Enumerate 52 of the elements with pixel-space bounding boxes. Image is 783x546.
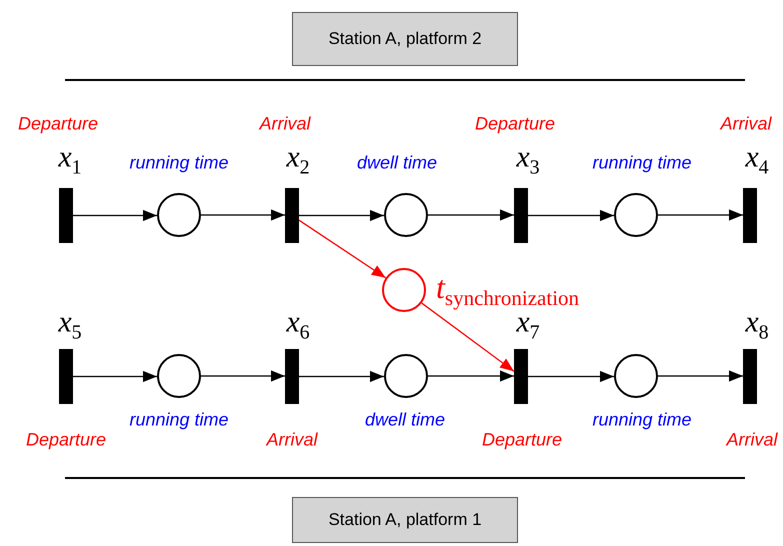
variable-label: x$_{1}$	[58, 140, 82, 180]
arrow	[428, 370, 514, 382]
arrow	[298, 220, 386, 278]
place-circle	[157, 354, 201, 398]
station-box: Station A, platform 2	[292, 12, 518, 66]
arrow	[73, 370, 157, 382]
transition-bar	[59, 349, 73, 404]
place-circle	[384, 193, 428, 237]
event-label: Departure	[474, 114, 556, 134]
transition-bar	[285, 188, 299, 243]
arrow	[528, 210, 614, 222]
duration-label: dwell time	[364, 410, 446, 430]
duration-label: running time	[592, 152, 692, 174]
transition-bar	[285, 349, 299, 404]
transition-bar	[743, 188, 757, 243]
place-circle	[614, 354, 658, 398]
duration-label: running time	[129, 410, 229, 430]
place-circle	[384, 354, 428, 398]
event-label: Arrival	[266, 430, 318, 450]
variable-label: x$_{5}$	[58, 306, 82, 344]
event-label: Arrival	[260, 114, 310, 134]
variable-label: x$_{8}$	[745, 306, 769, 344]
duration-label: running time	[129, 152, 229, 174]
event-label: Departure	[18, 114, 98, 134]
transition-bar	[514, 188, 528, 243]
arrow	[658, 370, 743, 382]
transition-bar	[59, 188, 73, 243]
place-circle	[382, 268, 426, 312]
event-label: Arrival	[720, 114, 772, 134]
arrow	[299, 370, 384, 382]
arrow	[421, 302, 514, 372]
event-label: Arrival	[726, 430, 778, 450]
arrow	[528, 370, 614, 382]
station-box: Station A, platform 1	[292, 497, 518, 543]
duration-label: dwell time	[356, 152, 438, 174]
place-circle	[614, 193, 658, 237]
transition-bar	[514, 349, 528, 404]
arrow	[658, 209, 743, 221]
arrow	[73, 210, 157, 222]
event-label: Departure	[26, 430, 106, 450]
variable-label: x$_{4}$	[745, 140, 769, 180]
transition-bar	[743, 349, 757, 404]
arrow	[201, 370, 285, 382]
variable-label: x$_{2}$	[286, 140, 310, 180]
variable-label: x$_{3}$	[516, 140, 540, 180]
arrow	[201, 209, 285, 221]
arrow	[428, 209, 514, 221]
event-label: Departure	[482, 430, 562, 450]
place-circle	[157, 193, 201, 237]
duration-label: running time	[592, 410, 692, 430]
arrow	[299, 210, 384, 222]
variable-label: x$_{6}$	[286, 306, 310, 344]
